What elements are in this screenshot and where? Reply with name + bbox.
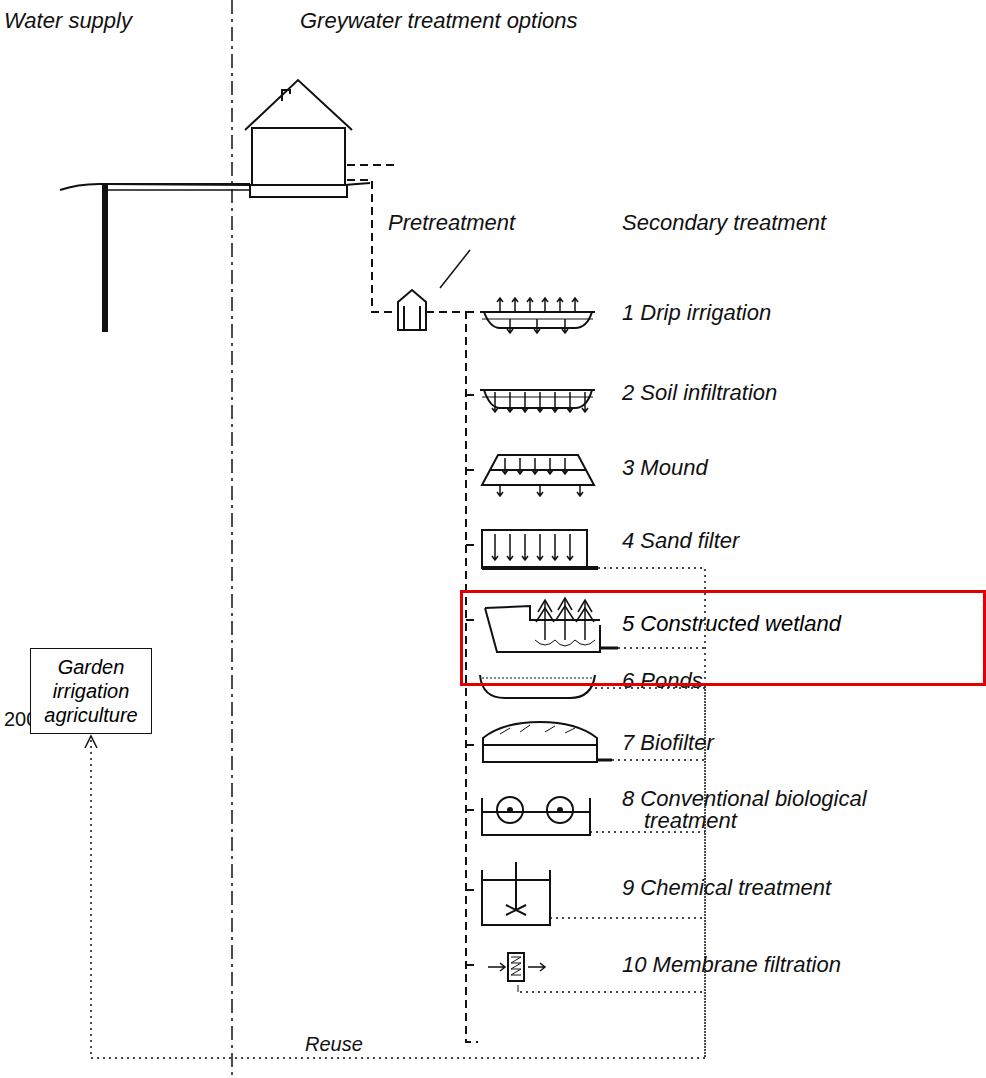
diagram-label: Water supply (4, 8, 132, 34)
diagram-label: 6 Ponds (622, 668, 703, 694)
reuse-connector (85, 686, 705, 1058)
diagram-label: 7 Biofilter (622, 730, 714, 756)
diagram-label: 3 Mound (622, 455, 708, 481)
diagram-label: 2 Soil infiltration (622, 380, 777, 406)
diagram-label: Greywater treatment options (300, 8, 578, 34)
connector-line (91, 686, 705, 1058)
node-text: Garden irrigation agriculture (39, 655, 143, 727)
diagram-label: Secondary treatment (622, 210, 826, 236)
arrow-head (85, 736, 97, 748)
diagram-label: 1 Drip irrigation (622, 300, 771, 326)
diagram-label: Reuse (305, 1032, 363, 1056)
diagram-label: 10 Membrane filtration (622, 952, 841, 978)
reuse-box: Garden irrigation agriculture (30, 648, 152, 734)
diagram-label: 8 Conventional biological treatment (622, 788, 944, 832)
diagram-label: Pretreatment (388, 210, 515, 236)
diagram-label: 4 Sand filter (622, 528, 739, 554)
node-text: 5 Constructed wetland (622, 611, 841, 637)
highlight-frame: 5 Constructed wetland (460, 590, 986, 686)
diagram-label: 9 Chemical treatment (622, 875, 831, 901)
